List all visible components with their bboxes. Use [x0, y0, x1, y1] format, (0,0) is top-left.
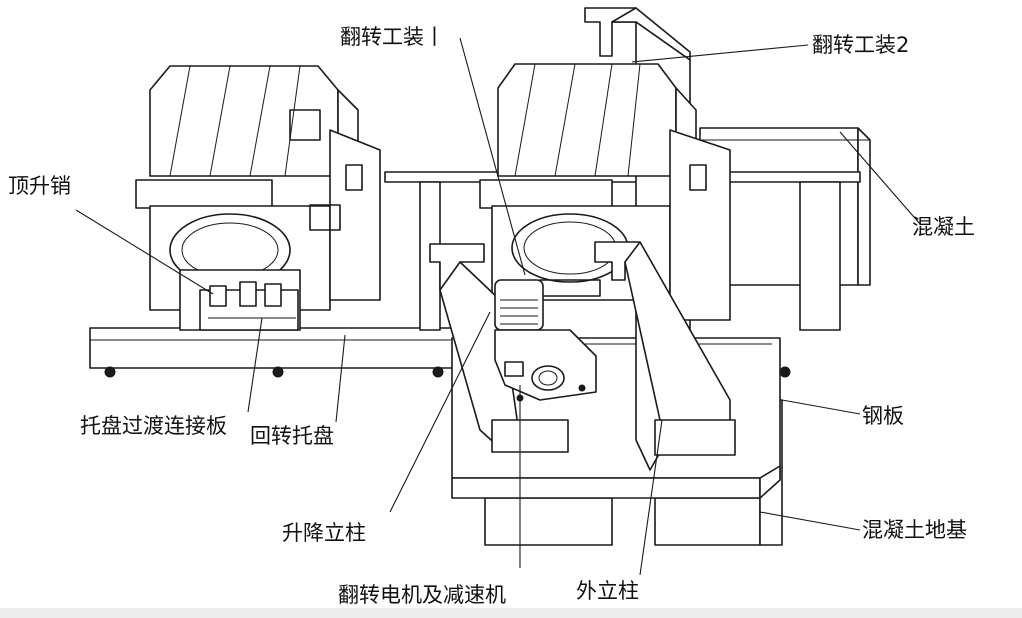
bottom-strip	[0, 608, 1022, 618]
callout-labels: 翻转工装丨 翻转工装2 顶升销 混凝土 托盘过渡连接板 回转托盘 钢板 升降立柱…	[8, 25, 975, 607]
outer-column	[594, 241, 736, 456]
label-lifting-column: 升降立柱	[282, 521, 366, 545]
left-pallet	[179, 269, 301, 331]
label-flip-motor-reducer: 翻转电机及减速机	[338, 583, 506, 607]
label-concrete-foundation: 混凝土地基	[862, 518, 967, 542]
label-concrete: 混凝土	[912, 215, 975, 239]
label-steel-plate: 钢板	[862, 404, 904, 428]
label-flip-fixture-1: 翻转工装丨	[340, 25, 445, 49]
label-pallet-adapter-plate: 托盘过渡连接板	[80, 414, 227, 438]
flip-motor-reducer	[494, 279, 597, 402]
label-flip-fixture-2: 翻转工装2	[812, 33, 909, 57]
leader-lines	[75, 37, 921, 576]
label-rotary-pallet: 回转托盘	[250, 424, 334, 448]
label-outer-column: 外立柱	[576, 579, 639, 603]
lifting-column-base	[491, 419, 569, 453]
label-lift-pin: 顶升销	[8, 174, 71, 198]
